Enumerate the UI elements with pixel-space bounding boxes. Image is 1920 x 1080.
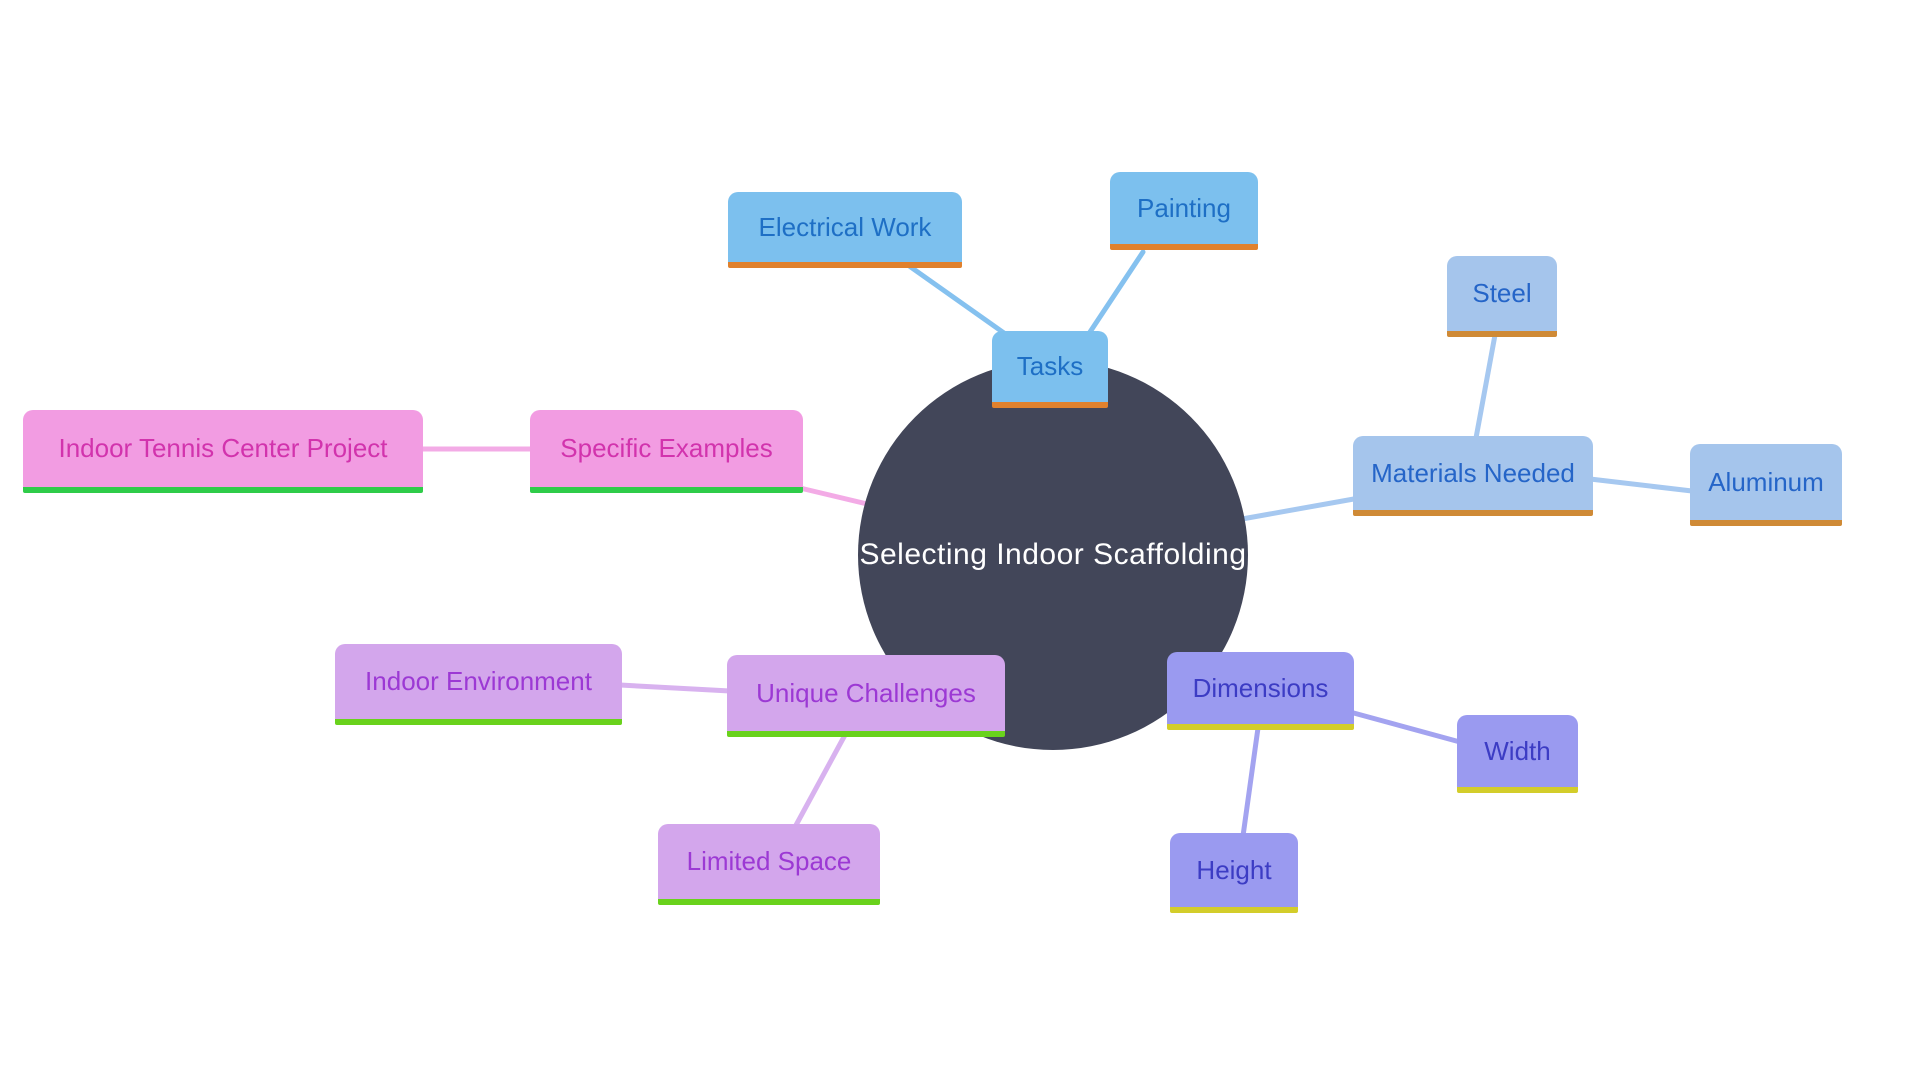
connector-steel-materials-needed — [1473, 332, 1498, 441]
node-specific-examples-label: Specific Examples — [560, 433, 773, 463]
node-limited-space[interactable]: Limited Space — [658, 824, 880, 905]
node-tasks[interactable]: Tasks — [992, 331, 1108, 408]
connector-unique-challenges-limited-space — [792, 732, 848, 830]
node-aluminum[interactable]: Aluminum — [1690, 444, 1842, 526]
node-width[interactable]: Width — [1457, 715, 1578, 793]
node-width-label: Width — [1484, 735, 1551, 766]
node-painting-label: Painting — [1137, 192, 1231, 223]
connector-materials-needed-aluminum — [1587, 476, 1695, 494]
central-topic-label: Selecting Indoor Scaffolding — [859, 538, 1247, 571]
node-dimensions-label: Dimensions — [1192, 672, 1329, 703]
node-indoor-tennis-center-project-label: Indoor Tennis Center Project — [58, 433, 388, 463]
connector-unique-challenges-indoor-environment — [617, 682, 733, 694]
node-limited-space-label: Limited Space — [686, 846, 852, 876]
node-indoor-environment-label: Indoor Environment — [365, 666, 592, 696]
node-dimensions[interactable]: Dimensions — [1167, 652, 1354, 730]
node-painting[interactable]: Painting — [1110, 172, 1258, 250]
node-unique-challenges[interactable]: Unique Challenges — [727, 655, 1005, 737]
connector-dimensions-height — [1240, 725, 1261, 839]
node-tasks-label: Tasks — [1016, 351, 1084, 381]
node-electrical-work-label: Electrical Work — [758, 211, 932, 242]
node-specific-examples[interactable]: Specific Examples — [530, 410, 803, 493]
node-materials-needed-label: Materials Needed — [1371, 457, 1575, 488]
node-electrical-work[interactable]: Electrical Work — [728, 192, 962, 268]
node-height[interactable]: Height — [1170, 833, 1298, 913]
node-indoor-tennis-center-project[interactable]: Indoor Tennis Center Project — [23, 410, 423, 493]
node-steel-label: Steel — [1472, 278, 1532, 308]
node-aluminum-label: Aluminum — [1708, 466, 1824, 497]
node-steel[interactable]: Steel — [1447, 256, 1557, 337]
node-indoor-environment[interactable]: Indoor Environment — [335, 644, 622, 725]
node-height-label: Height — [1196, 854, 1272, 885]
connector-electrical-work-tasks — [902, 260, 1007, 336]
connector-center-materials-needed — [1239, 494, 1368, 522]
node-unique-challenges-label: Unique Challenges — [756, 677, 976, 708]
connector-dimensions-width — [1347, 709, 1463, 745]
connector-painting-tasks — [1087, 249, 1146, 335]
node-materials-needed[interactable]: Materials Needed — [1353, 436, 1593, 516]
